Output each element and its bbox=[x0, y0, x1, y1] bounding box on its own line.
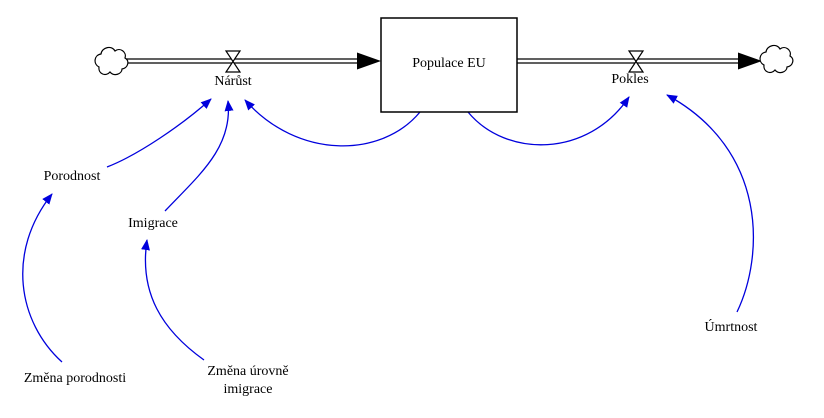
flow-label-pokles[interactable]: Pokles bbox=[611, 71, 649, 87]
flow-label-narust[interactable]: Nárůst bbox=[214, 73, 252, 89]
aux-label-imigrace[interactable]: Imigrace bbox=[128, 215, 178, 231]
aux-label-zmena-urovne-line1: Změna úrovně bbox=[207, 363, 289, 379]
source-cloud-icon[interactable] bbox=[94, 46, 129, 76]
aux-label-porodnost[interactable]: Porodnost bbox=[43, 168, 101, 184]
link-zmena-urovne-imigrace-to-imigrace[interactable] bbox=[141, 239, 205, 361]
sink-cloud-icon[interactable] bbox=[759, 44, 794, 74]
aux-label-zmena-urovne-imigrace[interactable]: Změna úrovně imigrace bbox=[193, 363, 303, 399]
aux-label-umrtnost[interactable]: Úmrtnost bbox=[704, 319, 758, 335]
aux-label-zmena-urovne-line2: imigrace bbox=[223, 382, 273, 397]
link-zmena-porodnosti-to-porodnost[interactable] bbox=[22, 193, 63, 363]
inflow-valve-icon[interactable] bbox=[224, 50, 242, 73]
stock-label-populace-eu[interactable]: Populace EU bbox=[412, 55, 486, 71]
aux-label-zmena-porodnosti[interactable]: Změna porodnosti bbox=[23, 370, 127, 386]
link-populace-eu-to-pokles[interactable] bbox=[467, 96, 630, 146]
outflow-arrowhead-icon bbox=[738, 52, 762, 70]
link-populace-eu-to-narust[interactable] bbox=[244, 99, 421, 147]
inflow-arrowhead-icon bbox=[357, 52, 381, 70]
stock-box[interactable] bbox=[380, 17, 518, 113]
link-porodnost-to-narust[interactable] bbox=[106, 98, 212, 168]
outflow-valve-icon[interactable] bbox=[627, 50, 645, 73]
link-umrtnost-to-pokles[interactable] bbox=[666, 94, 755, 313]
link-imigrace-to-narust[interactable] bbox=[164, 100, 234, 212]
